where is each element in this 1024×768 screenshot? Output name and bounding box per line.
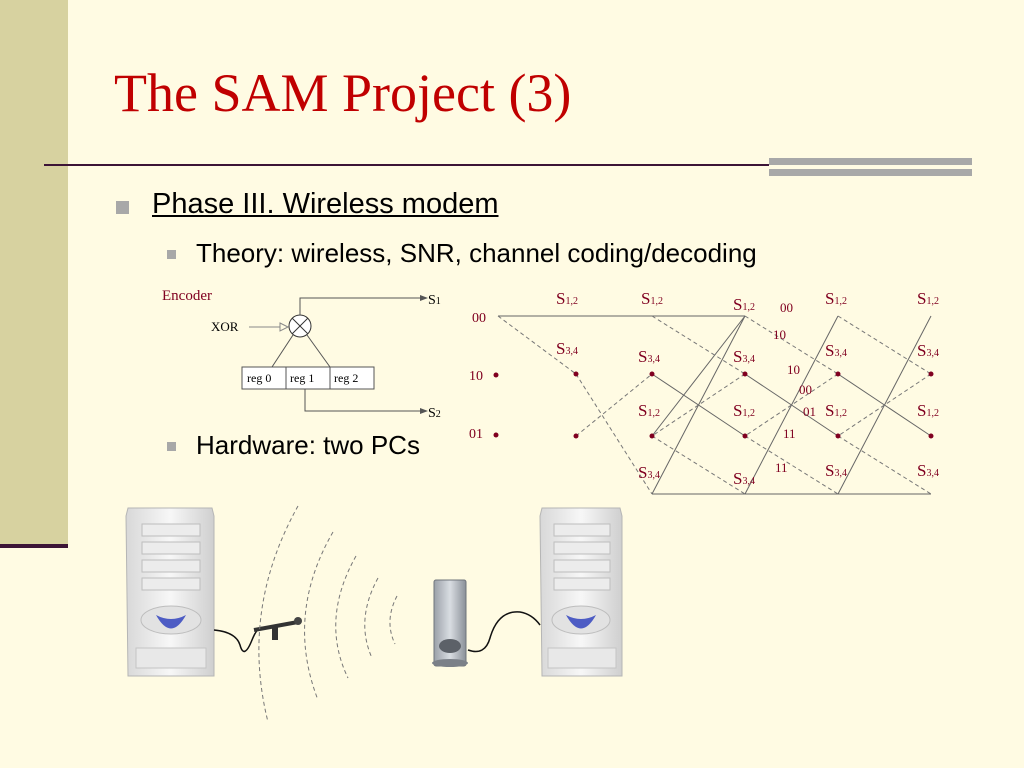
register-0: reg 0 (247, 371, 271, 385)
microphone-illustration (213, 617, 302, 653)
right-pc-illustration (539, 507, 623, 677)
sub-bullet-marker (167, 442, 176, 451)
trellis-edge-labels: 00 10 10 00 01 11 11 (773, 300, 816, 475)
trellis-dashed-edges (497, 315, 932, 495)
bullet-hardware: Hardware: two PCs (196, 430, 420, 460)
svg-text:S1,2: S1,2 (641, 289, 663, 308)
svg-text:S3,4: S3,4 (638, 347, 660, 366)
xor-arrow-head (279, 322, 290, 332)
output-s1-line (299, 297, 420, 315)
state-label-01: 01 (469, 427, 483, 442)
xor-label: XOR (211, 319, 239, 334)
bullet-phase-three: Phase III. Wireless modem (152, 188, 499, 220)
speaker-illustration (432, 579, 541, 667)
bullet-marker (116, 201, 129, 214)
svg-text:11: 11 (775, 460, 788, 475)
register-2: reg 2 (334, 371, 358, 385)
state-label-10: 10 (469, 369, 483, 384)
hardware-illustration (125, 505, 623, 723)
register-1: reg 1 (290, 371, 314, 385)
svg-text:S1,2: S1,2 (556, 289, 578, 308)
divider-accent-bottom (769, 169, 972, 176)
svg-text:00: 00 (799, 382, 812, 397)
svg-text:S1,2: S1,2 (825, 289, 847, 308)
output-s1-label: S1 (428, 293, 441, 308)
encoder-label: Encoder (162, 288, 212, 304)
output-s2-line (304, 389, 420, 412)
divider-accent-top (769, 158, 972, 165)
svg-text:01: 01 (803, 404, 816, 419)
state-label-00: 00 (472, 311, 486, 326)
register-block (241, 366, 375, 390)
svg-text:S1,2: S1,2 (733, 401, 755, 420)
trellis-solid-edges (498, 315, 932, 495)
svg-text:S1,2: S1,2 (917, 401, 939, 420)
trellis-s34-labels: S3,4 S3,4 S3,4 S3,4 S3,4 S3,4 S3,4 S3,4 … (556, 339, 939, 488)
svg-text:S3,4: S3,4 (825, 341, 847, 360)
output-s2-label: S2 (428, 406, 441, 421)
bullet-theory: Theory: wireless, SNR, channel coding/de… (196, 238, 757, 268)
wireless-waves (258, 505, 398, 723)
svg-text:S3,4: S3,4 (917, 461, 939, 480)
trellis-diagram: 00 10 01 (469, 289, 939, 495)
svg-text:S3,4: S3,4 (733, 469, 755, 488)
svg-text:11: 11 (783, 426, 796, 441)
sidebar-accent-line (0, 544, 68, 548)
encoder-diagram: Encoder XOR reg 0 reg 1 reg 2 S1 S2 (162, 288, 441, 421)
slide-title: The SAM Project (3) (114, 63, 572, 123)
svg-text:S1,2: S1,2 (638, 401, 660, 420)
sub-bullet-marker (167, 250, 176, 259)
left-pc-illustration (125, 507, 215, 677)
trellis-nodes (493, 371, 934, 439)
svg-text:10: 10 (787, 362, 800, 377)
trellis-s12-labels: S1,2 S1,2 S1,2 S1,2 S1,2 S1,2 S1,2 S1,2 … (556, 289, 939, 420)
svg-text:S3,4: S3,4 (825, 461, 847, 480)
svg-text:S3,4: S3,4 (556, 339, 578, 358)
svg-text:S3,4: S3,4 (638, 463, 660, 482)
svg-text:S1,2: S1,2 (917, 289, 939, 308)
title-divider (44, 164, 769, 166)
svg-text:00: 00 (780, 300, 793, 315)
svg-text:10: 10 (773, 327, 786, 342)
svg-text:S3,4: S3,4 (917, 341, 939, 360)
svg-text:S3,4: S3,4 (733, 347, 755, 366)
sidebar-band (0, 0, 68, 548)
svg-text:S1,2: S1,2 (825, 401, 847, 420)
svg-text:S1,2: S1,2 (733, 295, 755, 314)
